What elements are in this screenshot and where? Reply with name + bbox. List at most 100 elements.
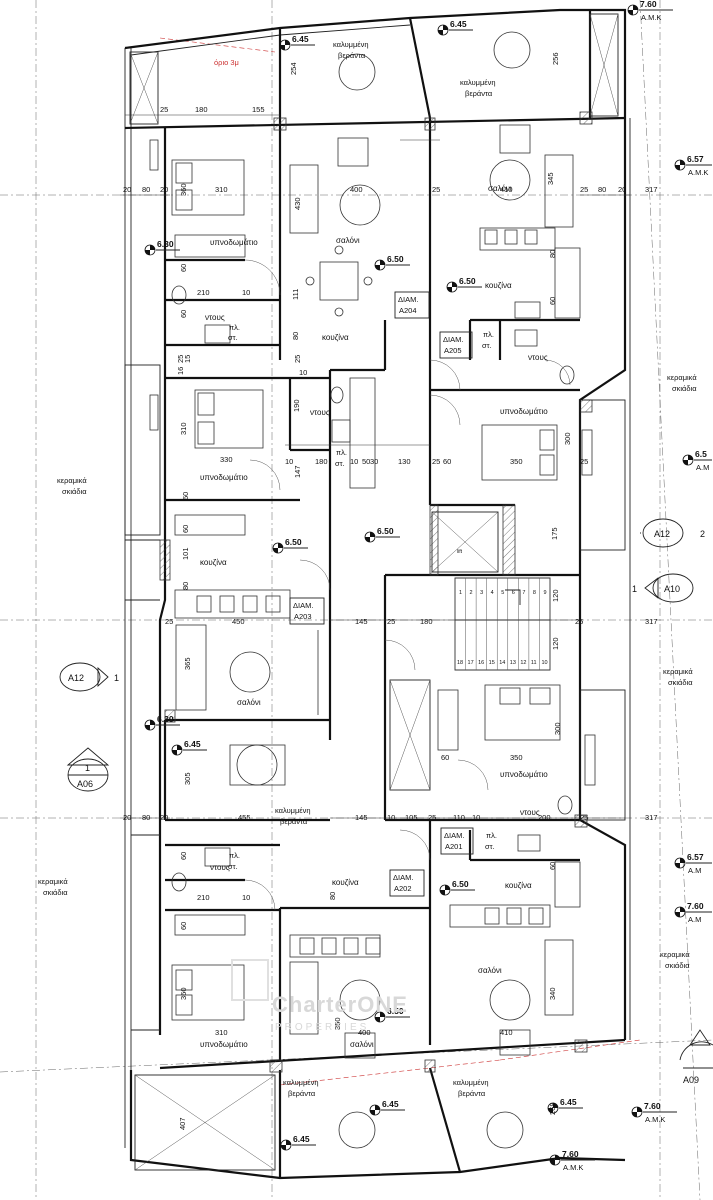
dimension-value: 254 xyxy=(289,62,298,75)
room-label-kitchen: κουζίνα xyxy=(505,881,532,890)
room-label-bedroom: υπνοδωμάτιο xyxy=(200,473,248,482)
dimension-value: 25 xyxy=(293,355,302,363)
apartment-id: A201 xyxy=(445,842,463,851)
dimension-value: 80 xyxy=(328,892,337,900)
section-num: 1 xyxy=(632,584,637,594)
dimension-value: 60 xyxy=(181,525,190,533)
level-amk: A.M xyxy=(688,866,701,875)
stair-step-number: 16 xyxy=(478,660,484,666)
level-value: 6.45 xyxy=(560,1097,577,1107)
storage-label-2: στ. xyxy=(228,333,238,342)
dimension-value: 60 xyxy=(179,264,188,272)
dimension-value: 210 xyxy=(197,893,210,902)
dimension-value: 25 xyxy=(580,185,588,194)
room-label-living: σαλόνι xyxy=(488,184,512,193)
dimension-value: 345 xyxy=(546,172,555,185)
storage-label-1: πλ. xyxy=(483,330,494,339)
storage-label-2: στ. xyxy=(335,459,345,468)
apartment-prefix: ΔΙΑΜ. xyxy=(444,831,464,840)
dimension-value: 10 xyxy=(472,813,480,822)
stair-step-number: 12 xyxy=(520,660,526,666)
dimension-value: 300 xyxy=(563,432,572,445)
dimension-value: 190 xyxy=(292,399,301,412)
dimension-value: 310 xyxy=(179,422,188,435)
dimension-value: 60 xyxy=(548,862,557,870)
dimension-value: 400 xyxy=(350,185,363,194)
dimension-value: 60 xyxy=(179,922,188,930)
level-value: 7.60 xyxy=(640,0,657,9)
doors xyxy=(244,259,571,911)
section-markers: A12 2 A10 1 A12 1 1 A06 A09 xyxy=(59,518,713,1085)
outer-walls xyxy=(124,8,631,1180)
level-value: 7.60 xyxy=(644,1101,661,1111)
veranda-label-2: βεράντα xyxy=(280,817,308,826)
stair-step-number: 2 xyxy=(470,590,473,596)
stair-step-number: 11 xyxy=(531,660,537,666)
section-a10: A10 xyxy=(664,584,680,594)
veranda-label-2: βεράντα xyxy=(465,89,493,98)
apartment-prefix: ΔΙΑΜ. xyxy=(293,601,313,610)
dimension-value: 25 xyxy=(580,813,588,822)
dimension-value: 20 xyxy=(123,185,131,194)
storage-label-2: στ. xyxy=(482,341,492,350)
room-labels: υπνοδωμάτιο σαλόνι σαλόνι κουζίνα κουζίν… xyxy=(38,40,697,1098)
room-label-shower: ντους xyxy=(310,408,330,417)
level-value: 6.50 xyxy=(387,254,404,264)
stair-step-number: 5 xyxy=(501,590,504,596)
dimension-value: 20 xyxy=(123,813,131,822)
apartment-prefix: ΔΙΑΜ. xyxy=(393,873,413,882)
dimension-value: 120 xyxy=(551,637,560,650)
level-value: 6.50 xyxy=(387,1006,404,1016)
dimension-value: 450 xyxy=(232,617,245,626)
room-label-kitchen: κουζίνα xyxy=(332,878,359,887)
ceramic-label-1: κεραμικά xyxy=(57,476,87,485)
watermark-name: CharterONE xyxy=(272,992,408,1017)
dimension-value: 147 xyxy=(293,465,302,478)
section-num: 1 xyxy=(85,763,90,773)
veranda-label-1: καλυμμένη xyxy=(283,1078,319,1087)
level-value: 7.60 xyxy=(562,1149,579,1159)
dimension-value: 317 xyxy=(645,617,658,626)
level-amk: A.M.K xyxy=(641,13,661,22)
storage-label-1: πλ. xyxy=(486,831,497,840)
veranda-label-1: καλυμμένη xyxy=(333,40,369,49)
level-value: 6.57 xyxy=(687,852,704,862)
room-label-kitchen: κουζίνα xyxy=(322,333,349,342)
dimension-value: 15 xyxy=(183,355,192,363)
stair-step-number: 8 xyxy=(533,590,536,596)
stair-step-number: 15 xyxy=(489,660,495,666)
room-label-living: σαλόνι xyxy=(350,1040,374,1049)
dimension-value: 25 xyxy=(580,457,588,466)
dimension-value: 20 xyxy=(618,185,626,194)
dimension-value: 111 xyxy=(291,289,300,300)
dimension-value: 120 xyxy=(551,589,560,602)
section-a09: A09 xyxy=(683,1075,699,1085)
dimension-value: 10 xyxy=(299,368,307,377)
stair-step-number: 14 xyxy=(499,660,505,666)
room-label-shower: ντους xyxy=(520,808,540,817)
dimension-value: 455 xyxy=(238,813,251,822)
ceramic-label-2: σκιάδια xyxy=(43,888,68,897)
dimension-value: 300 xyxy=(553,722,562,735)
stair-step-number: 18 xyxy=(457,660,463,666)
dimension-value: 10 xyxy=(242,893,250,902)
dimension-value: 10 xyxy=(350,457,358,466)
level-value: 6.57 xyxy=(687,154,704,164)
dimension-value: 25 xyxy=(176,355,185,363)
level-amk: A.M xyxy=(696,463,709,472)
dimension-value: 60 xyxy=(179,310,188,318)
veranda-label-2: βεράντα xyxy=(288,1089,316,1098)
dimension-value: 80 xyxy=(598,185,606,194)
dimension-value: 365 xyxy=(183,657,192,670)
apartment-id: A204 xyxy=(399,306,417,315)
room-label-kitchen: κουζίνα xyxy=(200,558,227,567)
lift-label: lift xyxy=(457,549,463,555)
stair-step-number: 17 xyxy=(468,660,474,666)
veranda-label-1: καλυμμένη xyxy=(453,1078,489,1087)
dimension-value: 310 xyxy=(215,185,228,194)
dimension-value: 80 xyxy=(548,250,557,258)
dimension-value: 130 xyxy=(398,457,411,466)
dimension-value: 350 xyxy=(333,1017,342,1030)
